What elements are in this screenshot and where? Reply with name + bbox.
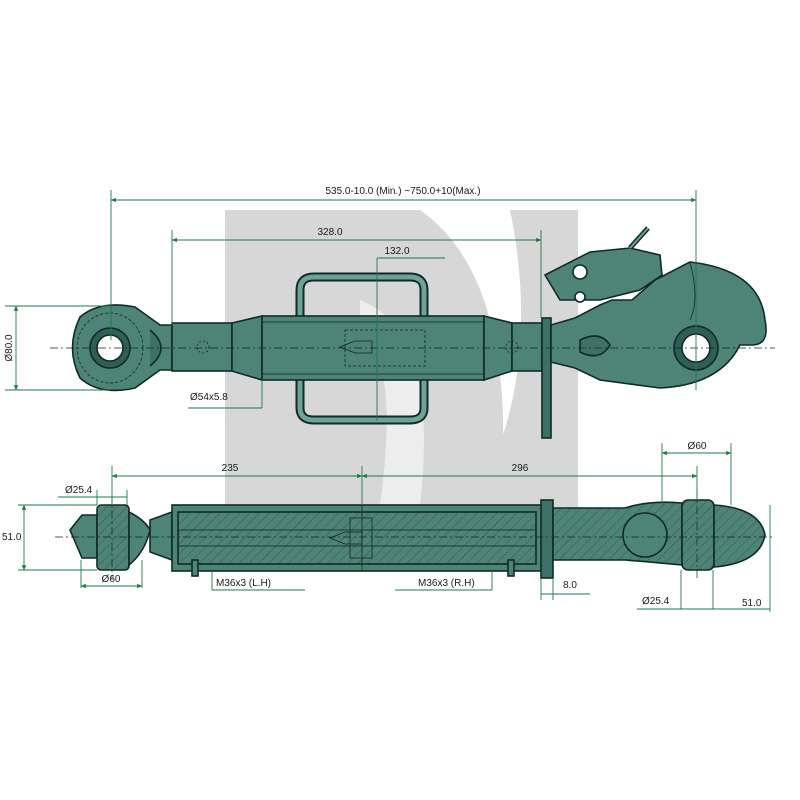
dim-left-width: 51.0 [2,532,22,543]
dim-right-length: 296 [512,463,529,474]
left-ball-section [69,504,173,571]
tube-section [171,499,554,579]
dim-left-ball: Ø60 [102,574,121,585]
dim-right-bore: Ø25.4 [642,596,670,607]
dim-tube-length: 328.0 [317,227,342,238]
dim-right-width: 51.0 [742,598,762,609]
section-view-dimensions: 235 296 Ø60 Ø25.4 51.0 Ø60 M36x3 (L.H) M… [2,441,771,612]
thread-left-label: M36x3 (L.H) [216,578,271,589]
dim-ball-height: Ø80.0 [4,334,15,362]
dim-left-length: 235 [222,463,239,474]
dim-right-ball: Ø60 [688,441,707,452]
right-hook-section [552,499,766,571]
bow-handle [295,272,429,425]
section-view [55,490,775,580]
dim-tube-section: Ø54x5.8 [190,392,228,403]
dim-left-bore: Ø25.4 [65,485,93,496]
top-view [50,226,775,439]
left-spindle [171,322,233,372]
thread-right-label: M36x3 (R.H) [418,578,475,589]
hook-end [543,226,767,389]
dim-offset: 8.0 [563,580,577,591]
top-view-dimensions: 535.0-10.0 (Min.) ~750.0+10(Max.) 328.0 … [4,186,697,420]
dim-center-offset: 132.0 [384,246,409,257]
lock-plate [541,317,552,439]
dim-overall-length: 535.0-10.0 (Min.) ~750.0+10(Max.) [325,186,480,197]
